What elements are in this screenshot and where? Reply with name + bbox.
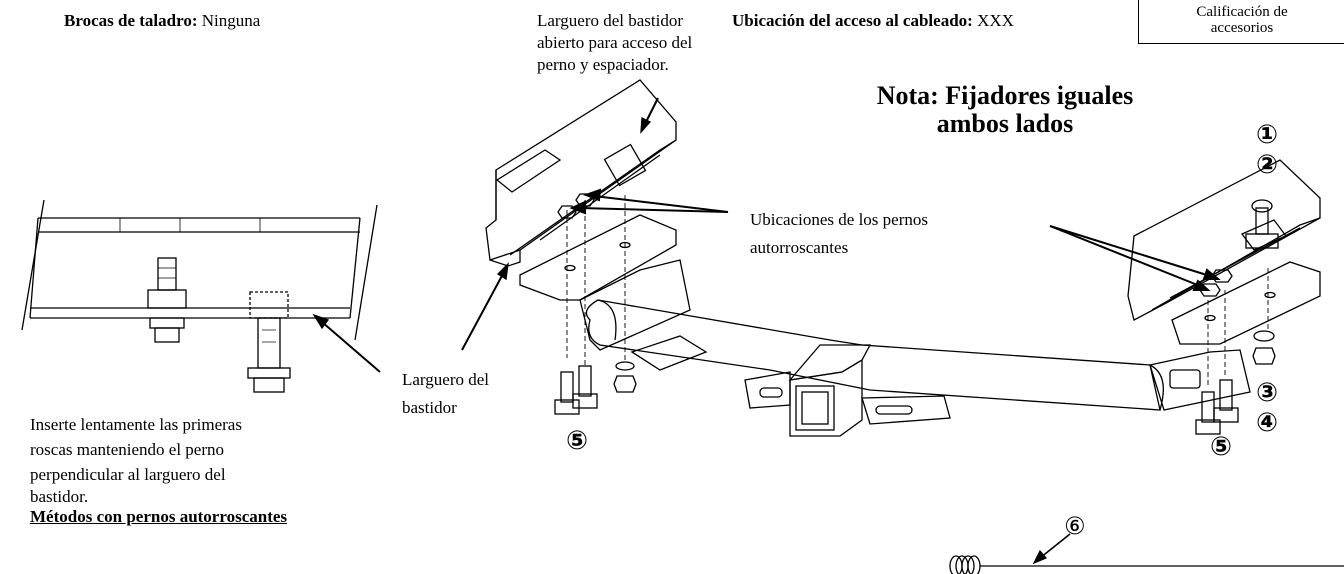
frame-open-line2: abierto para acceso del (537, 33, 693, 52)
arrow-icon (312, 313, 381, 373)
bolt-locations-line1: Ubicaciones de los pernos (750, 210, 928, 229)
wiring-access-line: Ubicación del acceso al cableado: XXX (732, 10, 1014, 32)
part-number-5-left: ⑤ (566, 426, 589, 456)
instructions-line1: Inserte lentamente las primeras (30, 415, 242, 434)
hitch-drawing (485, 79, 1321, 437)
instructions-line4: bastidor. (30, 487, 89, 506)
note-callout: Nota: Fijadores iguales ambos lados (840, 82, 1170, 138)
drill-bits-label: Brocas de taladro: (64, 11, 198, 30)
fastener-set-right (1195, 199, 1279, 435)
bolt-locations-line2: autorroscantes (750, 238, 849, 257)
drill-bits-value: Ninguna (201, 11, 261, 30)
frame-rail-detail-drawing (21, 199, 378, 393)
part-number-3: ③ (1256, 378, 1279, 408)
accessory-rating-box: Calificación de accesorios (1138, 0, 1344, 44)
instructions-title: Métodos con pernos autorroscantes (30, 507, 288, 526)
part-number-2: ② (1256, 150, 1279, 180)
note-line2: ambos lados (936, 109, 1074, 138)
instructions-line2: roscas manteniendo el perno (30, 440, 225, 459)
rating-box-line2: accesorios (1210, 20, 1274, 36)
part-number-4: ④ (1256, 408, 1279, 438)
arrow-icon (640, 97, 659, 134)
arrow-icon (461, 262, 509, 351)
instructions-block: Inserte lentamente las primeras roscas m… (30, 412, 287, 527)
wiring-access-label: Ubicación del acceso al cableado: (732, 11, 973, 30)
frame-open-callout: Larguero del bastidor abierto para acces… (537, 10, 692, 76)
frame-rail-line1: Larguero del (402, 370, 490, 389)
fastener-set-left (554, 193, 637, 415)
wire-coil-icon (949, 555, 1344, 574)
frame-open-line3: perno y espaciador. (537, 55, 669, 74)
arrow-icon (1032, 533, 1071, 565)
frame-open-line1: Larguero del bastidor (537, 11, 684, 30)
part-number-6: ⑥ (1064, 512, 1086, 540)
drill-bits-line: Brocas de taladro: Ninguna (64, 10, 260, 32)
part-number-5-right: ⑤ (1210, 432, 1233, 462)
instructions-line3: perpendicular al larguero del (30, 465, 226, 484)
part-number-1: ① (1256, 120, 1279, 150)
frame-rail-callout: Larguero del bastidor (402, 366, 489, 422)
note-line1: Nota: Fijadores iguales (876, 81, 1134, 110)
rating-box-line1: Calificación de (1196, 4, 1288, 20)
bolt-locations-callout: Ubicaciones de los pernos autorroscantes (750, 206, 928, 262)
wiring-access-value: XXX (977, 11, 1014, 30)
frame-rail-line2: bastidor (402, 398, 457, 417)
